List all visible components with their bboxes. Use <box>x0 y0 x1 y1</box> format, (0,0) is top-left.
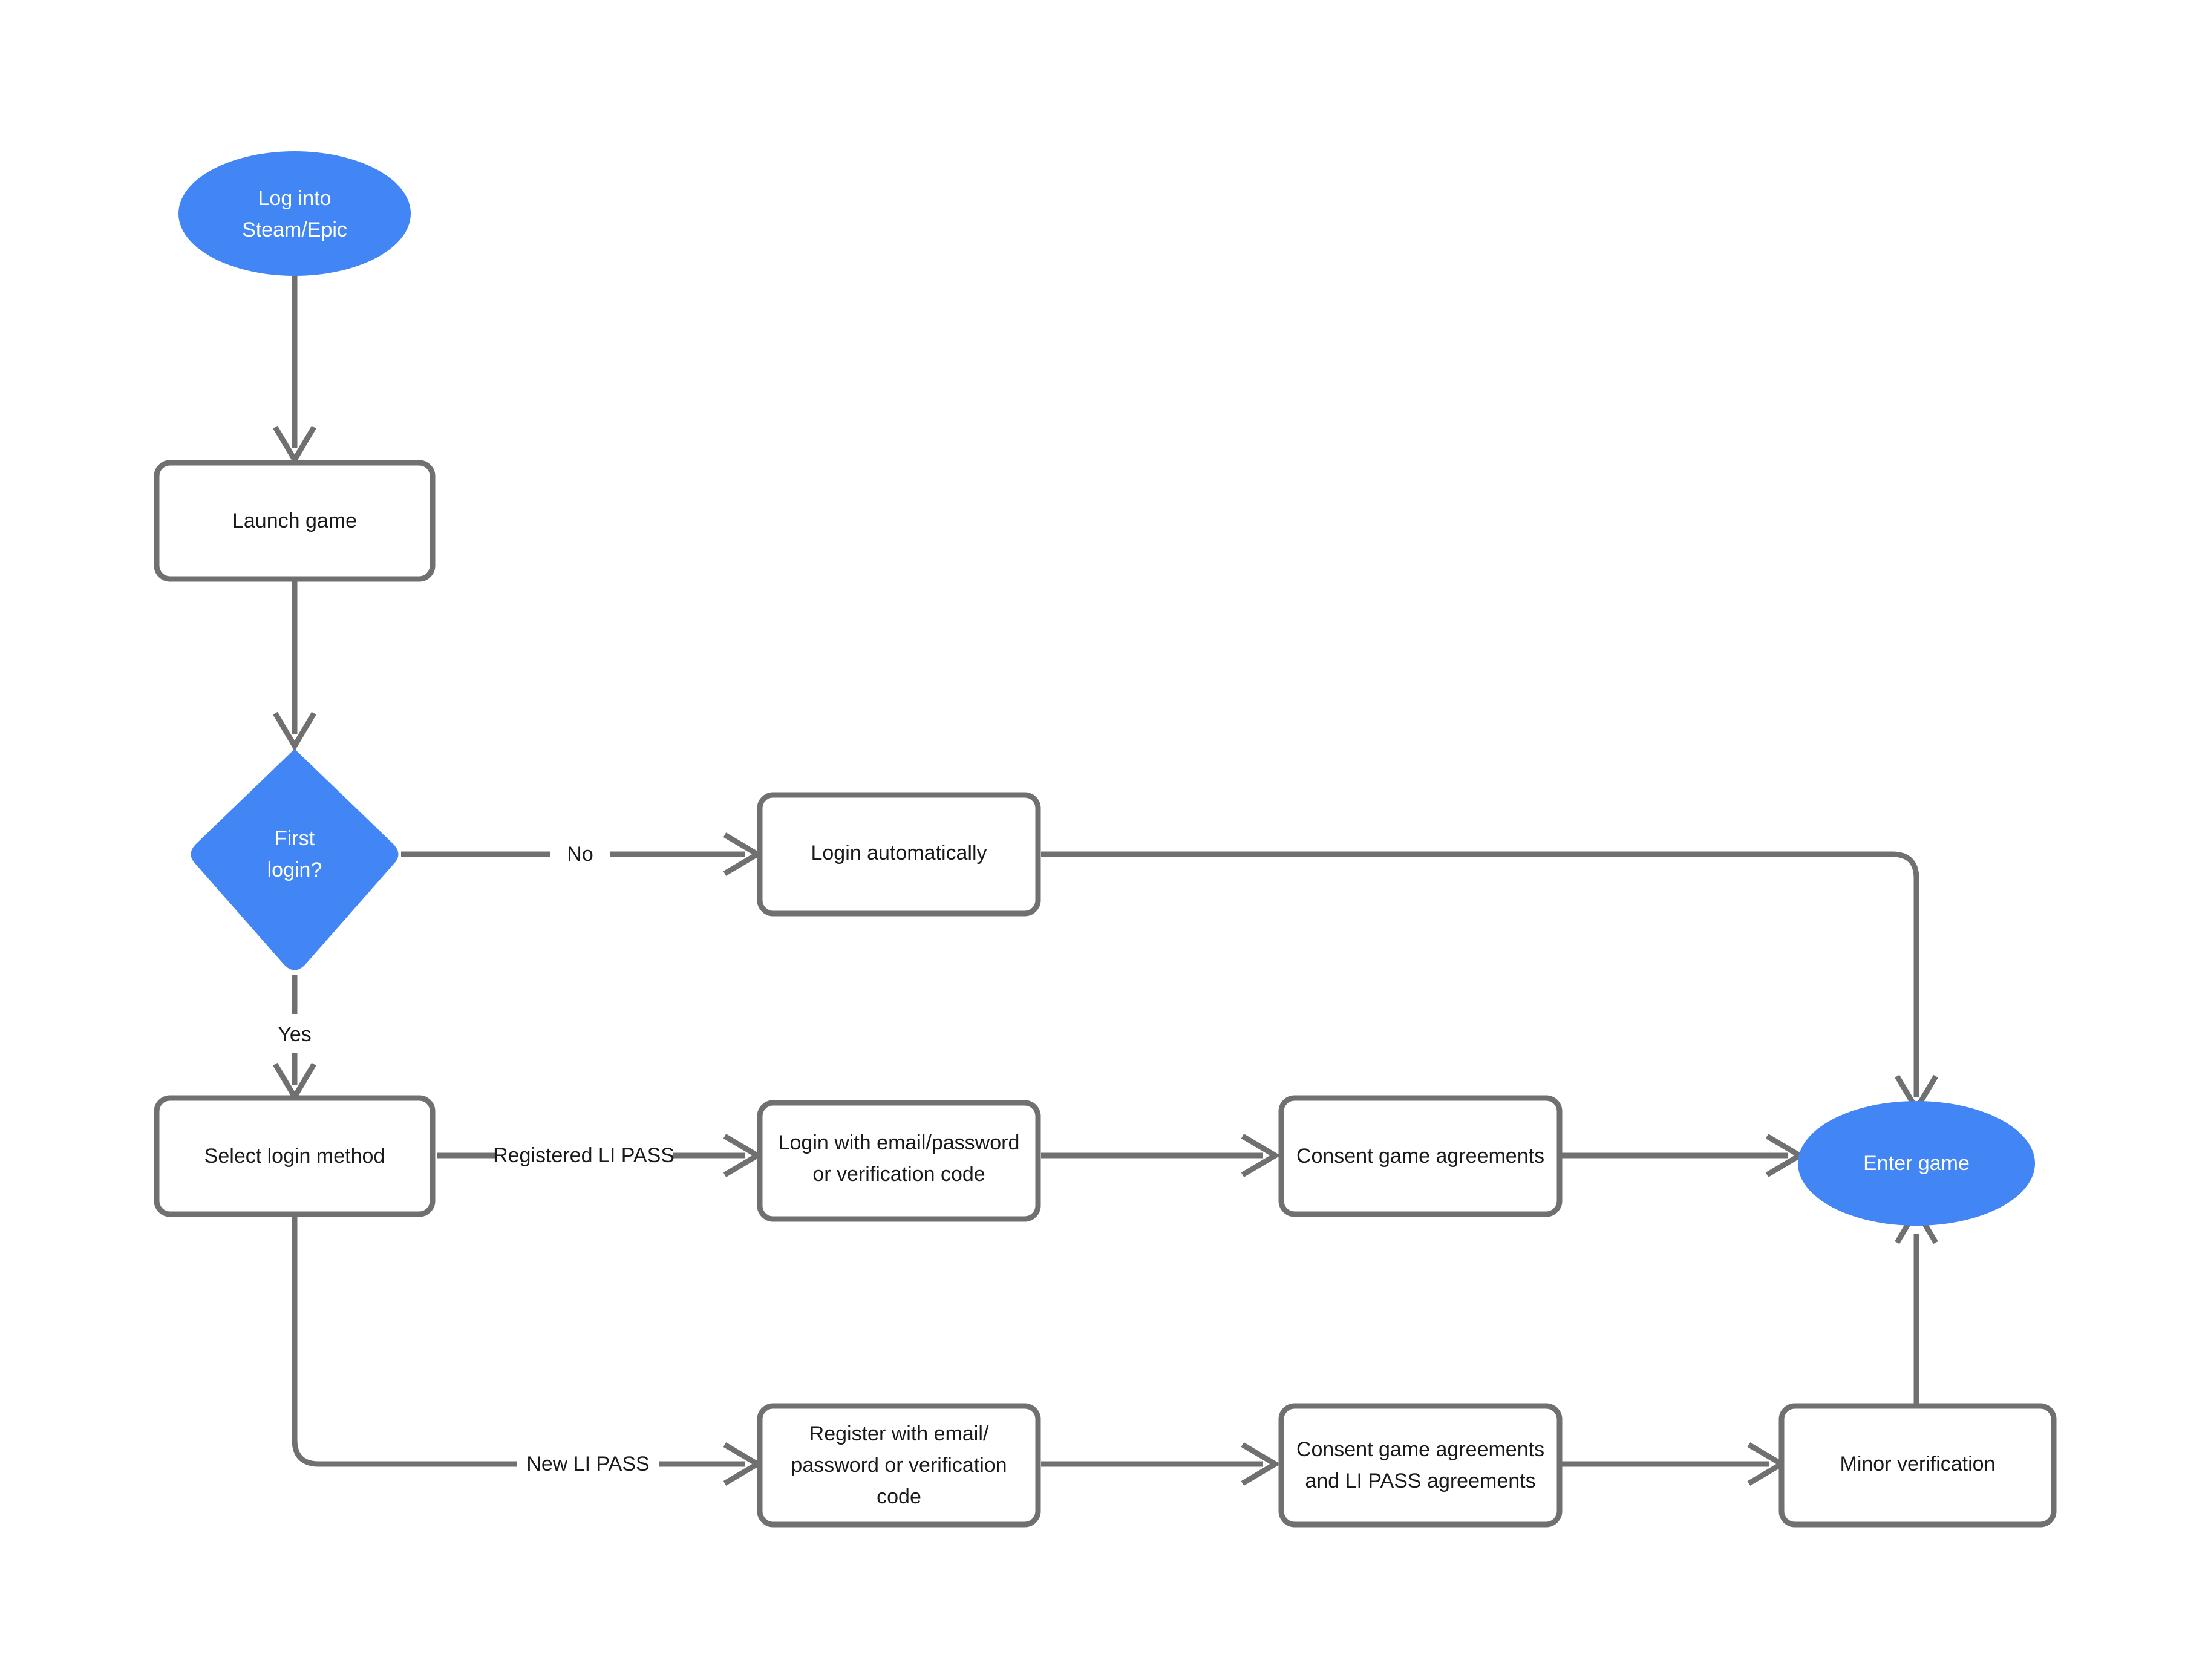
login-with-credentials-label-line1: Login with email/password <box>779 1131 1020 1154</box>
node-select-login-method[interactable]: Select login method <box>154 1095 436 1217</box>
select-login-method-box-shape <box>154 1095 436 1217</box>
consent-game-and-lipass-label-line1: Consent game agreements <box>1296 1438 1544 1461</box>
first-login-label-line1: First <box>275 827 315 850</box>
consent-game-and-lipass-label-line2: and LI PASS agreements <box>1305 1469 1535 1492</box>
edge-login-with-credentials-to-consent-game-agreements <box>1041 1134 1281 1177</box>
start-label-line2: Steam/Epic <box>242 218 347 241</box>
node-minor-verification[interactable]: Minor verification <box>1778 1403 2057 1528</box>
edge-first-login-no-to-login-automatically: No <box>401 832 763 876</box>
arrowhead-icon <box>1241 1442 1281 1486</box>
node-login-with-credentials[interactable]: Login with email/password or verificatio… <box>757 1100 1041 1222</box>
first-login-label-line2: login? <box>267 858 322 881</box>
arrowhead-icon <box>273 711 316 751</box>
start-label-line1: Log into <box>258 187 332 210</box>
start-ellipse-shape <box>178 151 411 276</box>
node-launch-game[interactable]: Launch game <box>154 460 436 582</box>
login-automatically-box-shape <box>757 792 1041 917</box>
edge-first-login-yes-to-select-login-method: Yes <box>273 975 316 1102</box>
arrowhead-icon <box>1241 1134 1281 1177</box>
node-login-automatically[interactable]: Login automatically <box>757 792 1041 917</box>
node-consent-game-agreements[interactable]: Consent game agreements <box>1278 1095 1563 1217</box>
select-login-method-label: Select login method <box>204 1145 385 1168</box>
node-consent-game-and-lipass[interactable]: Consent game agreements and LI PASS agre… <box>1278 1403 1563 1528</box>
edge-consent-game-agreements-to-enter-game <box>1560 1134 1805 1177</box>
launch-game-box-shape <box>154 460 436 582</box>
first-login-diamond-shape <box>191 749 399 970</box>
node-register-with-credentials[interactable]: Register with email/ password or verific… <box>757 1403 1041 1528</box>
minor-verification-label: Minor verification <box>1840 1453 1996 1476</box>
edge-start-to-launch-game <box>273 257 316 465</box>
enter-game-ellipse-shape <box>1798 1101 2035 1226</box>
edge-line <box>1041 851 1919 1097</box>
consent-game-agreements-box-shape <box>1278 1095 1563 1217</box>
arrowhead-icon <box>273 425 316 465</box>
edge-line <box>292 1217 517 1467</box>
enter-game-label: Enter game <box>1863 1152 1970 1175</box>
login-with-credentials-box-shape <box>757 1100 1041 1222</box>
edge-label-new-li-pass: New LI PASS <box>526 1453 649 1476</box>
register-with-credentials-box-shape <box>757 1403 1041 1528</box>
register-with-credentials-label-line1: Register with email/ <box>809 1422 989 1445</box>
edge-label-registered-li-pass: Registered LI PASS <box>493 1144 674 1167</box>
node-first-login-decision[interactable]: First login? <box>191 749 399 970</box>
login-with-credentials-label-line2: or verification code <box>812 1163 985 1186</box>
edge-select-login-method-to-login-with-credentials: Registered LI PASS <box>437 1134 763 1177</box>
register-with-credentials-label-line3: code <box>877 1485 921 1508</box>
edge-consent-game-and-lipass-to-minor-verification <box>1560 1442 1787 1486</box>
edge-select-login-method-to-register-with-credentials: New LI PASS <box>292 1217 763 1486</box>
consent-game-and-lipass-box-shape <box>1278 1403 1563 1528</box>
login-automatically-label: Login automatically <box>811 842 987 865</box>
node-start[interactable]: Log into Steam/Epic <box>178 151 411 276</box>
edge-launch-game-to-first-login <box>273 581 316 751</box>
launch-game-label: Launch game <box>232 509 357 532</box>
node-enter-game[interactable]: Enter game <box>1798 1101 2035 1226</box>
edge-minor-verification-to-enter-game <box>1895 1204 1938 1405</box>
edge-register-with-credentials-to-consent-game-and-lipass <box>1041 1442 1281 1486</box>
edge-login-automatically-to-enter-game <box>1041 851 1938 1114</box>
consent-game-agreements-label: Consent game agreements <box>1296 1145 1544 1168</box>
minor-verification-box-shape <box>1778 1403 2057 1528</box>
edge-label-yes: Yes <box>278 1023 311 1046</box>
edge-label-no: No <box>567 843 593 866</box>
register-with-credentials-label-line2: password or verification <box>791 1454 1007 1477</box>
